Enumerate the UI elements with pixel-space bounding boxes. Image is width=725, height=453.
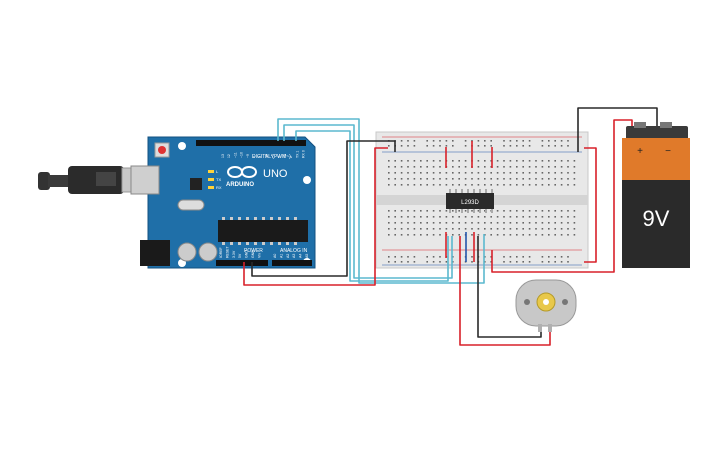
power-pin-label: 5V xyxy=(238,253,242,258)
digital-header[interactable] xyxy=(196,140,306,146)
atmega-chip xyxy=(218,220,308,242)
analog-pin-label: A0 xyxy=(273,254,277,258)
digital-pin-label: ~6 xyxy=(264,154,268,158)
usb-port xyxy=(130,165,160,195)
arduino-logo-text: ARDUINO xyxy=(226,182,254,188)
breadboard[interactable] xyxy=(375,131,589,269)
wire-black-gnd[interactable] xyxy=(251,140,396,277)
wire-black-battery[interactable] xyxy=(577,107,658,152)
l293d-chip[interactable]: L293D xyxy=(446,189,494,213)
l-label: L xyxy=(216,169,219,174)
power-pin-label: Vin xyxy=(257,253,261,258)
analog-header[interactable] xyxy=(272,260,312,266)
analog-pin-label: A4 xyxy=(299,254,303,258)
power-pin-label: RESET xyxy=(225,245,229,258)
analog-pin-label: A5 xyxy=(305,254,309,258)
power-pin-label: GND xyxy=(251,250,255,258)
analog-label: ANALOG IN xyxy=(280,248,308,254)
digital-pin-label: TX 1 xyxy=(295,151,299,158)
battery-minus: − xyxy=(665,146,671,157)
wire-red-5v[interactable] xyxy=(243,147,388,286)
power-pin-label: 3.3V xyxy=(232,250,236,258)
power-header[interactable] xyxy=(216,260,268,266)
wire-blue-3[interactable] xyxy=(295,130,449,282)
digital-pin-label: 4 xyxy=(277,156,281,158)
power-jack xyxy=(140,240,170,266)
digital-pin-label: 7 xyxy=(258,156,262,158)
battery-plus: + xyxy=(637,146,643,157)
analog-pin-label: A3 xyxy=(292,254,296,258)
wire-blue-2[interactable] xyxy=(283,124,453,279)
tx-label: TX xyxy=(216,177,221,182)
wire-red-motor[interactable] xyxy=(459,236,551,346)
wire-red-rail[interactable] xyxy=(584,147,597,263)
analog-pin-label: A1 xyxy=(279,254,283,258)
analog-pin-label: A2 xyxy=(286,254,290,258)
arduino-logo-icon xyxy=(227,166,257,178)
digital-pin-label: ~3 xyxy=(283,154,287,158)
chip-label: L293D xyxy=(461,200,479,206)
digital-pin-label: 2 xyxy=(289,156,293,158)
dc-motor[interactable] xyxy=(515,279,577,332)
battery-label: 9V xyxy=(643,206,670,231)
arduino-uno-board[interactable]: ARDUINO UNO DIGITAL (PWM~) POWER ANALOG … xyxy=(130,136,316,269)
battery-9v[interactable]: + − 9V xyxy=(622,122,690,268)
power-label: POWER xyxy=(244,248,263,254)
power-pin-label: IOREF xyxy=(219,247,223,258)
wire-black-motor[interactable] xyxy=(477,236,542,338)
digital-pin-label: ~9 xyxy=(246,154,250,158)
digital-label: DIGITAL (PWM~) xyxy=(252,154,291,160)
digital-pin-label: ~11 xyxy=(233,152,237,158)
rx-label: RX xyxy=(216,185,222,190)
digital-pin-label: RX 0 xyxy=(302,150,306,158)
power-pin-label: GND xyxy=(245,250,249,258)
wires[interactable] xyxy=(243,107,658,346)
digital-pin-label: ~10 xyxy=(240,152,244,158)
wire-red-battery[interactable] xyxy=(491,119,633,273)
digital-pin-label: ~5 xyxy=(271,154,275,158)
digital-pin-label: 12 xyxy=(227,154,231,158)
digital-pin-label: 13 xyxy=(221,154,225,158)
wire-blue-1[interactable] xyxy=(277,118,485,284)
digital-pin-label: 8 xyxy=(252,156,256,158)
arduino-model: UNO xyxy=(263,168,288,180)
